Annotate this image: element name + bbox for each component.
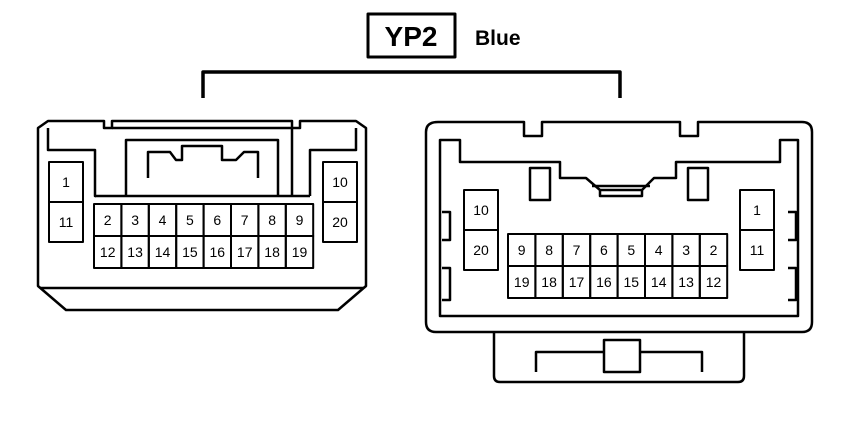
view-bracket — [201, 70, 622, 98]
left-connector-pin-label: 13 — [127, 244, 143, 260]
right-connector-pin-cell — [698, 265, 729, 299]
right-connector-pin-label: 18 — [541, 274, 557, 290]
left-latch — [112, 126, 294, 196]
right-lock-tab — [492, 332, 746, 384]
connector-code: YP2 — [385, 21, 438, 52]
left-connector-pin-label: 17 — [237, 244, 253, 260]
right-connector-pin-label: 1 — [753, 202, 761, 218]
left-connector-pin-label: 8 — [268, 212, 276, 228]
right-connector-pin-label: 16 — [596, 274, 612, 290]
right-connector-pin-label: 10 — [473, 202, 489, 218]
right-connector-pin-label: 9 — [518, 242, 526, 258]
left-connector-pin-label: 20 — [332, 214, 348, 230]
left-connector-pin-label: 18 — [264, 244, 280, 260]
left-connector — [36, 119, 368, 312]
left-connector-pin-label: 4 — [159, 212, 167, 228]
left-connector-housing — [36, 119, 368, 312]
left-connector-pin-label: 1 — [62, 174, 70, 190]
right-connector-pin-label: 14 — [651, 274, 667, 290]
left-connector-pin-cell — [48, 201, 84, 243]
left-connector-pin-label: 12 — [100, 244, 116, 260]
right-connector-pin-label: 20 — [473, 242, 489, 258]
left-connector-pin-label: 10 — [332, 174, 348, 190]
right-connector-pin-label: 17 — [569, 274, 585, 290]
right-connector-pin-label: 3 — [682, 242, 690, 258]
left-housing-inner-frame — [46, 128, 358, 198]
left-connector-pin-label: 2 — [104, 212, 112, 228]
right-connector — [424, 120, 814, 384]
connector-color: Blue — [475, 27, 521, 50]
left-connector-pin-label: 16 — [210, 244, 226, 260]
right-guide-slots — [528, 166, 710, 202]
right-connector-pin-label: 19 — [514, 274, 530, 290]
right-connector-pin-label: 8 — [545, 242, 553, 258]
left-connector-pin-label: 3 — [131, 212, 139, 228]
right-connector-pin-label: 13 — [678, 274, 694, 290]
left-connector-pin-label: 5 — [186, 212, 194, 228]
connector-code-box — [366, 12, 457, 59]
right-connector-pin-label: 2 — [710, 242, 718, 258]
left-connector-pin-label: 14 — [155, 244, 171, 260]
left-connector-pin-label: 15 — [182, 244, 198, 260]
right-connector-pin-cell — [739, 229, 775, 271]
left-connector-pin-cell — [322, 201, 358, 243]
right-connector-pin-label: 11 — [750, 242, 765, 258]
right-connector-housing — [424, 120, 814, 334]
left-connector-pin-label: 6 — [213, 212, 221, 228]
left-connector-pin-label: 11 — [59, 214, 74, 230]
left-connector-pin-label: 7 — [241, 212, 249, 228]
left-connector-pin-cell — [284, 235, 315, 269]
right-connector-pin-label: 6 — [600, 242, 608, 258]
right-connector-pin-label: 5 — [627, 242, 635, 258]
right-connector-pin-label: 7 — [573, 242, 581, 258]
right-connector-pin-label: 15 — [624, 274, 640, 290]
right-housing-inner-frame — [438, 138, 800, 318]
right-connector-pin-label: 12 — [706, 274, 722, 290]
right-connector-pin-label: 4 — [655, 242, 663, 258]
right-housing-side-notches — [442, 210, 798, 302]
right-connector-pin-cell — [463, 229, 499, 271]
left-connector-pin-label: 9 — [296, 212, 304, 228]
left-connector-pin-label: 19 — [292, 244, 308, 260]
